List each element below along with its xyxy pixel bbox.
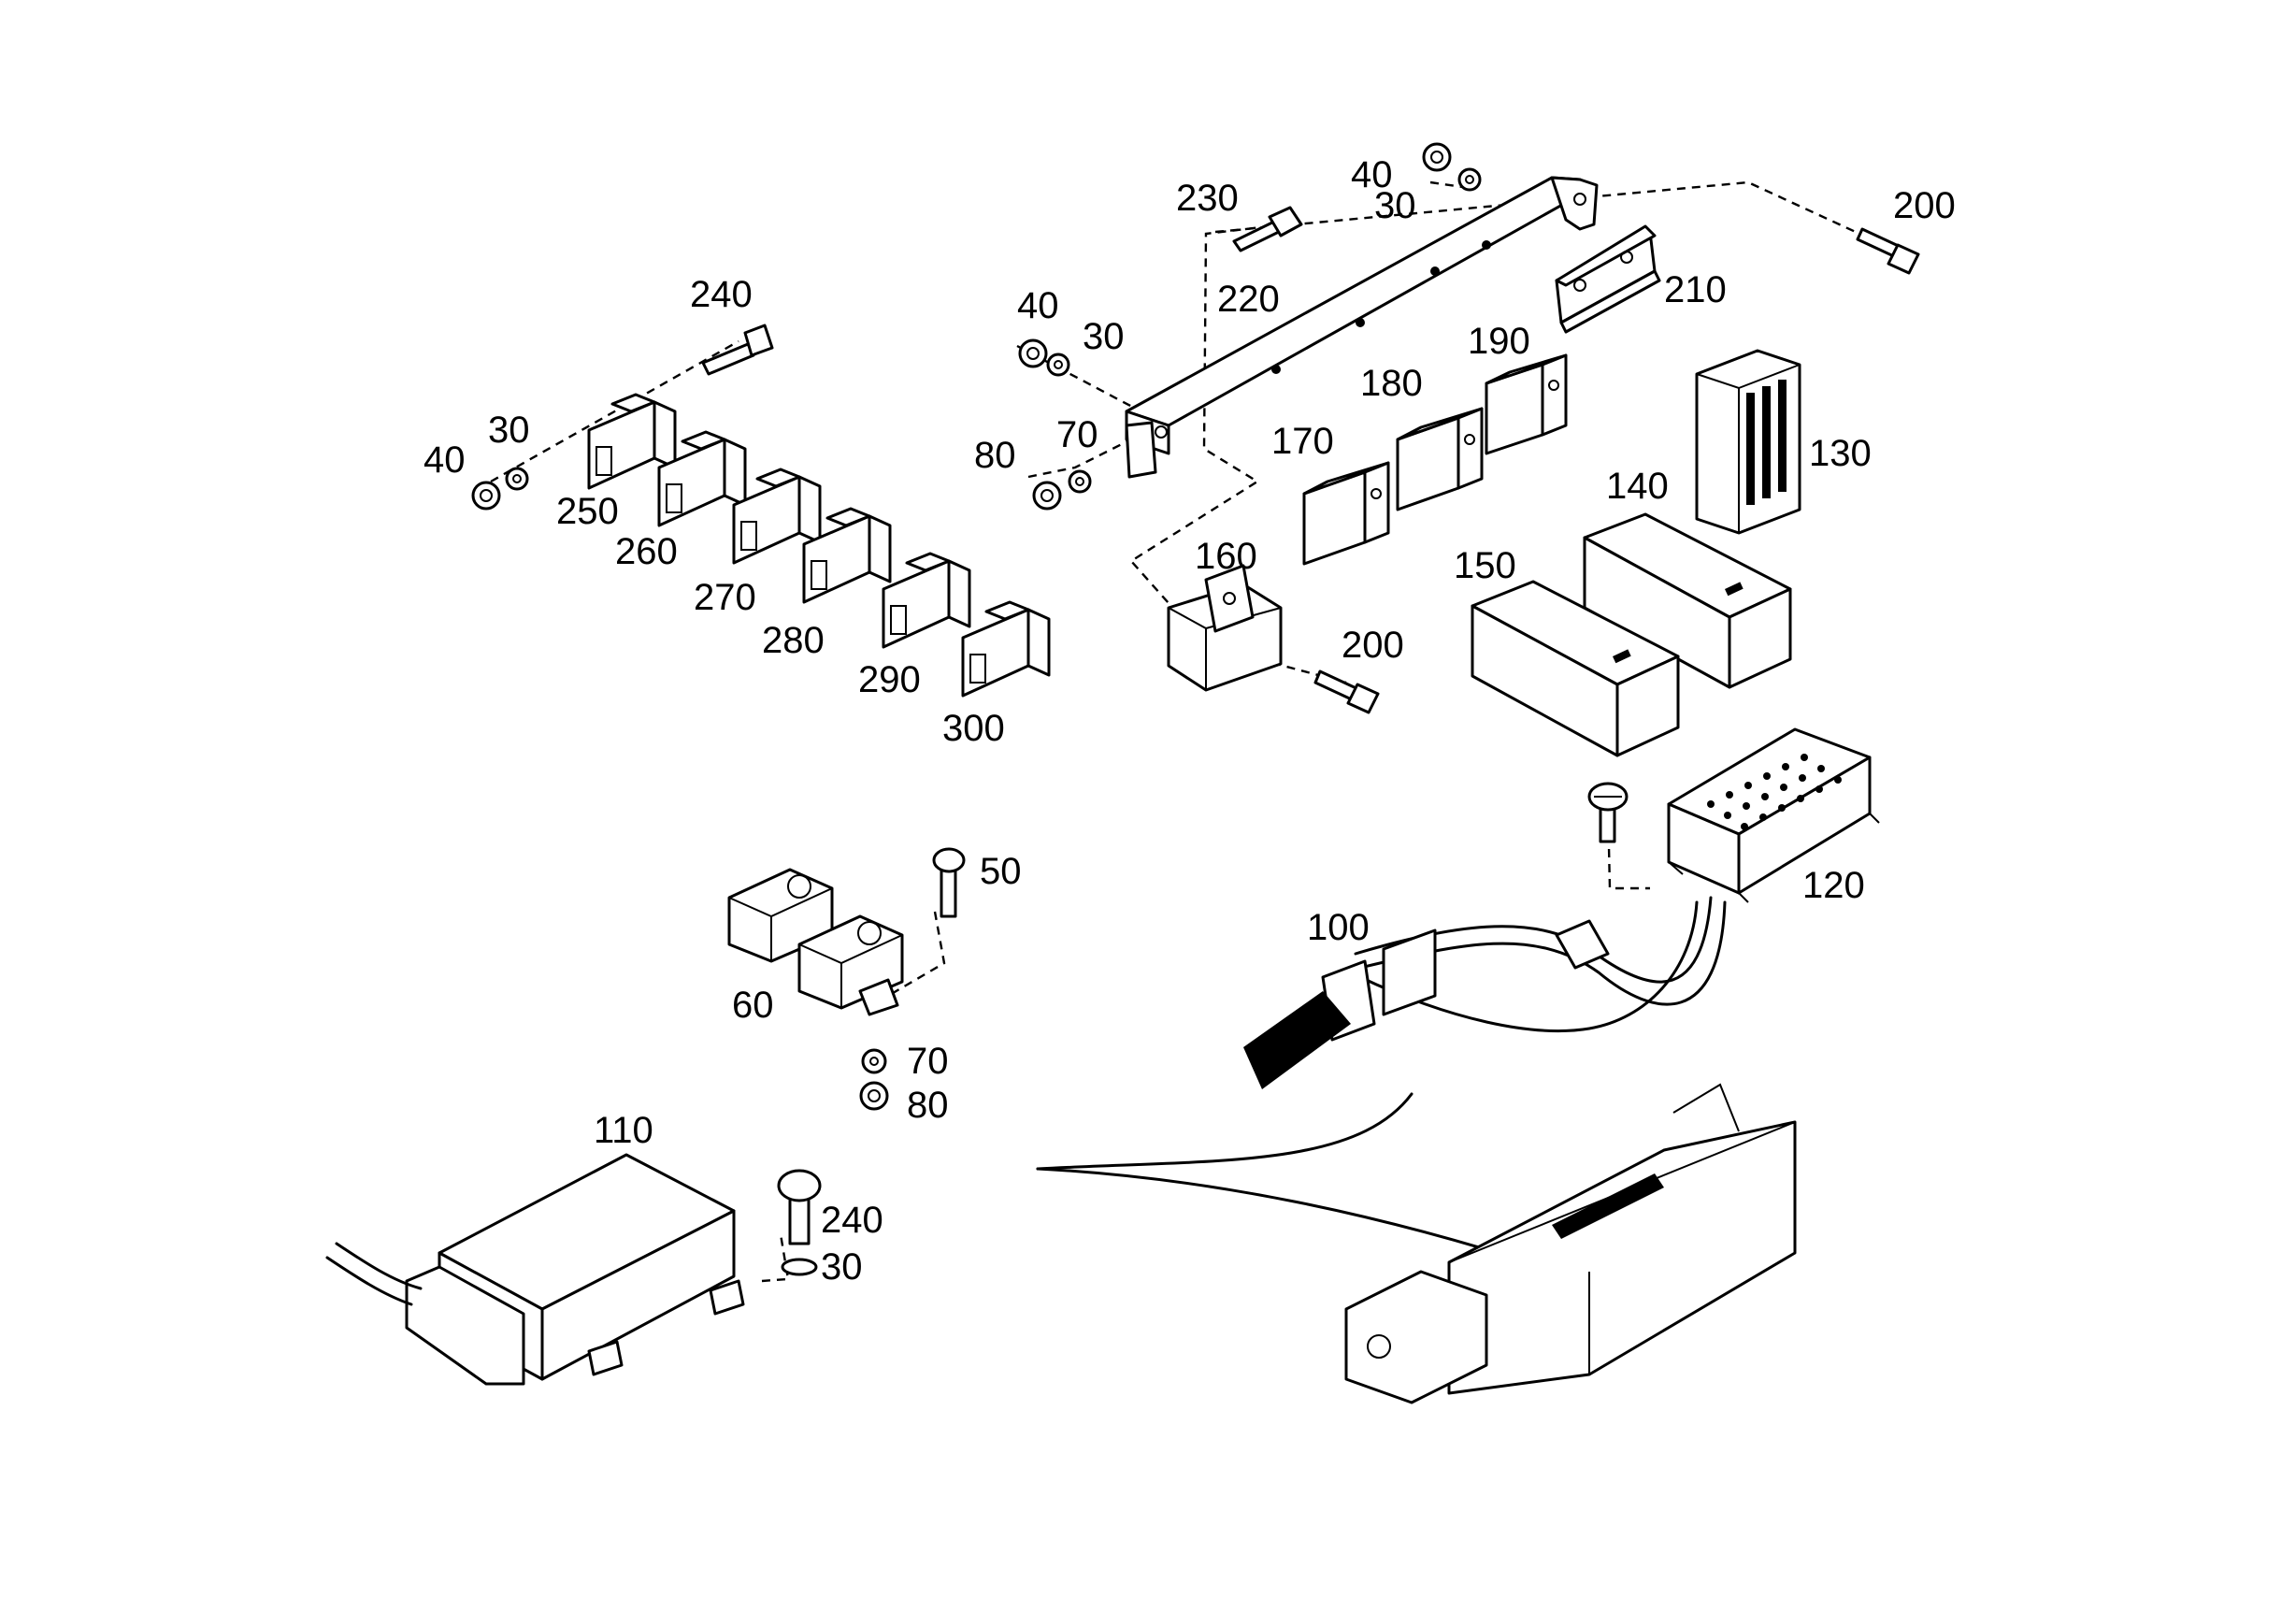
callout-200: 200: [1893, 185, 1956, 226]
callout-290: 290: [858, 659, 921, 700]
fasteners: [471, 142, 1920, 1276]
callout-labels: 230 40 30 200 210 220 240 40 30 190 180 …: [423, 154, 1956, 1288]
callout-40: 40: [1351, 154, 1393, 195]
callout-270: 270: [694, 577, 756, 618]
callout-180: 180: [1360, 363, 1423, 404]
callout-160: 160: [1195, 536, 1257, 577]
din-rail-bracket: [1555, 224, 1661, 334]
callout-30: 30: [1083, 316, 1125, 357]
callout-240: 240: [821, 1200, 883, 1241]
relay-290: [882, 552, 971, 649]
callout-260: 260: [615, 531, 678, 572]
callout-190: 190: [1468, 321, 1530, 362]
callout-130: 130: [1809, 433, 1872, 474]
relay-250: [587, 393, 677, 490]
fuse-box: [1667, 727, 1880, 903]
callout-100: 100: [1307, 907, 1370, 948]
callout-40: 40: [423, 439, 466, 481]
callout-200: 200: [1342, 625, 1404, 666]
relay-block: [1695, 349, 1801, 535]
fuse-dots: [1707, 754, 1842, 830]
callout-150: 150: [1454, 545, 1516, 586]
callout-70: 70: [1056, 414, 1098, 455]
control-module: [325, 1153, 745, 1386]
control-unit-140: [1583, 512, 1792, 689]
callout-30: 30: [488, 410, 530, 451]
callout-250: 250: [556, 491, 619, 532]
callout-210: 210: [1664, 269, 1727, 310]
callout-220: 220: [1217, 279, 1280, 320]
callout-60: 60: [732, 985, 774, 1026]
callout-40: 40: [1017, 285, 1059, 326]
wiring-harness: [1243, 896, 1727, 1089]
relay-190: [1485, 353, 1568, 455]
callout-230: 230: [1176, 178, 1239, 219]
callout-70: 70: [907, 1041, 949, 1082]
callout-80: 80: [974, 435, 1016, 476]
callout-170: 170: [1271, 421, 1334, 462]
callout-80: 80: [907, 1085, 949, 1126]
callout-30: 30: [1374, 185, 1416, 226]
control-unit-150: [1471, 580, 1680, 757]
relay-300: [961, 600, 1051, 698]
callout-30: 30: [821, 1246, 863, 1288]
callout-280: 280: [762, 620, 825, 661]
mounting-rail: [1125, 176, 1599, 479]
callout-110: 110: [594, 1110, 653, 1151]
relay-260: [657, 430, 747, 527]
relay-280: [802, 507, 892, 604]
callout-240: 240: [690, 274, 753, 315]
relay-180: [1396, 407, 1484, 511]
callout-140: 140: [1606, 466, 1669, 507]
callout-300: 300: [942, 708, 1005, 749]
relay-socket: [1167, 564, 1283, 692]
cab-console: [1036, 1083, 1797, 1404]
callout-120: 120: [1802, 865, 1865, 906]
relay-270: [732, 468, 822, 565]
sensor-60: [727, 868, 904, 1016]
relay-170: [1302, 461, 1390, 566]
callout-50: 50: [980, 851, 1022, 892]
relay-row: [587, 393, 1051, 698]
